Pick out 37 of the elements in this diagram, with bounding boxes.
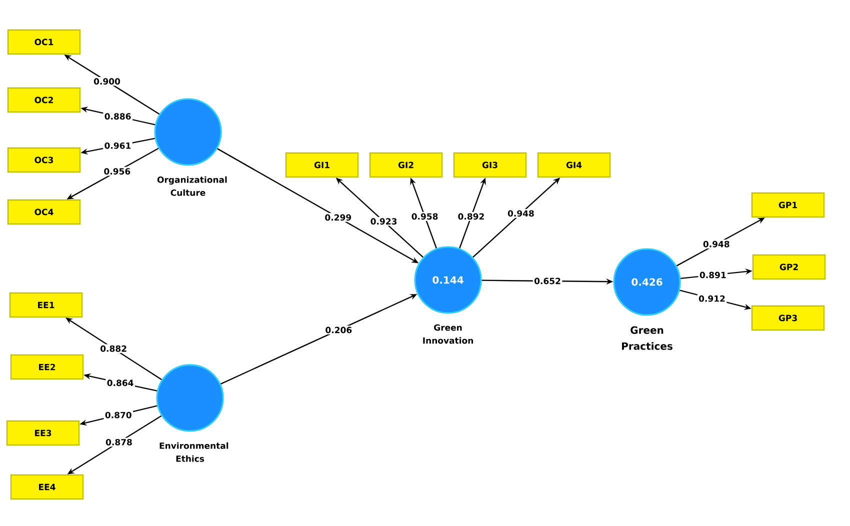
indicator-box: GI3 bbox=[453, 152, 527, 178]
indicator-box: OC2 bbox=[7, 87, 81, 113]
edge-label: 0.299 bbox=[324, 213, 353, 222]
indicator-box: EE2 bbox=[10, 354, 84, 380]
edge-label: 0.900 bbox=[92, 76, 122, 86]
edge-label: 0.923 bbox=[369, 216, 398, 226]
indicator-box: GI4 bbox=[537, 152, 611, 178]
indicator-box: OC1 bbox=[7, 29, 81, 55]
indicator-box: GP1 bbox=[751, 192, 825, 218]
edge-label: 0.206 bbox=[324, 326, 354, 334]
edge-label: 0.878 bbox=[104, 438, 134, 447]
indicator-box: GI1 bbox=[285, 152, 359, 178]
edge-label: 0.864 bbox=[106, 378, 135, 388]
latent-label: Green Practices bbox=[622, 326, 672, 350]
latent-label: Organizational Culture bbox=[157, 176, 227, 196]
indicator-box: OC3 bbox=[7, 147, 81, 173]
edge-label: 0.948 bbox=[506, 209, 536, 218]
edge-label: 0.886 bbox=[103, 112, 132, 121]
edge-label: 0.948 bbox=[702, 240, 732, 249]
edge-label: 0.891 bbox=[698, 270, 728, 280]
edge-label: 0.956 bbox=[102, 166, 132, 176]
indicator-box: EE3 bbox=[6, 420, 80, 446]
indicator-box: GI2 bbox=[369, 152, 443, 178]
edge-label: 0.652 bbox=[532, 276, 562, 286]
edge-label: 0.912 bbox=[697, 294, 727, 303]
indicator-box: GP2 bbox=[752, 254, 826, 280]
indicator-box: EE4 bbox=[10, 474, 84, 500]
edge-label: 0.958 bbox=[410, 212, 440, 221]
edge-label: 0.882 bbox=[98, 344, 128, 354]
indicator-box: OC4 bbox=[7, 199, 81, 225]
indicator-box: GP3 bbox=[751, 305, 825, 331]
edge-label: 0.892 bbox=[456, 212, 486, 221]
indicator-box: EE1 bbox=[9, 292, 83, 318]
edge-label: 0.961 bbox=[103, 141, 132, 150]
latent-label: Green Innovation bbox=[423, 324, 473, 344]
edge-label: 0.870 bbox=[104, 410, 134, 420]
latent-label: Environmental Ethics bbox=[160, 442, 228, 462]
